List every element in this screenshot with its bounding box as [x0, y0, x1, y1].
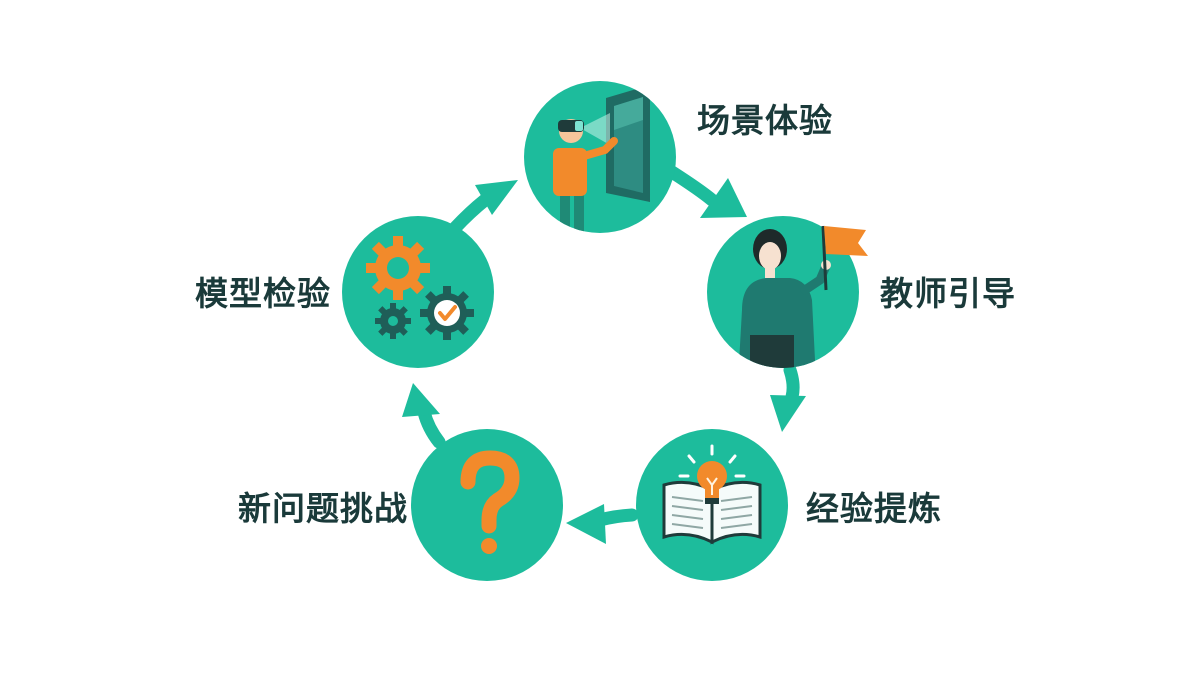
- book-lightbulb-icon: [662, 444, 762, 545]
- stage-challenge: [411, 429, 563, 581]
- stage-label-challenge: 新问题挑战: [238, 489, 408, 528]
- arrow-summary-to-challenge: [566, 504, 639, 544]
- gears-check-icon: [366, 236, 474, 340]
- stage-teacher: [707, 216, 868, 368]
- stage-summary: [636, 429, 788, 581]
- arrow-scene-to-teacher: [665, 165, 747, 218]
- stage-model: [342, 216, 494, 368]
- question-mark-icon: [460, 450, 520, 554]
- stage-label-model: 模型检验: [195, 274, 331, 313]
- stage-label-teacher: 教师引导: [880, 274, 1016, 313]
- teacher-with-flag-icon: [738, 229, 831, 368]
- arrow-model-to-scene: [448, 180, 518, 235]
- stage-scene: [524, 81, 676, 233]
- stage-label-summary: 经验提炼: [806, 489, 942, 528]
- arrow-challenge-to-model: [402, 383, 446, 449]
- vr-headset-person-icon: [553, 85, 650, 232]
- stage-label-scene: 场景体验: [697, 101, 833, 140]
- arrow-teacher-to-summary: [770, 363, 806, 432]
- flag-icon: [821, 225, 868, 291]
